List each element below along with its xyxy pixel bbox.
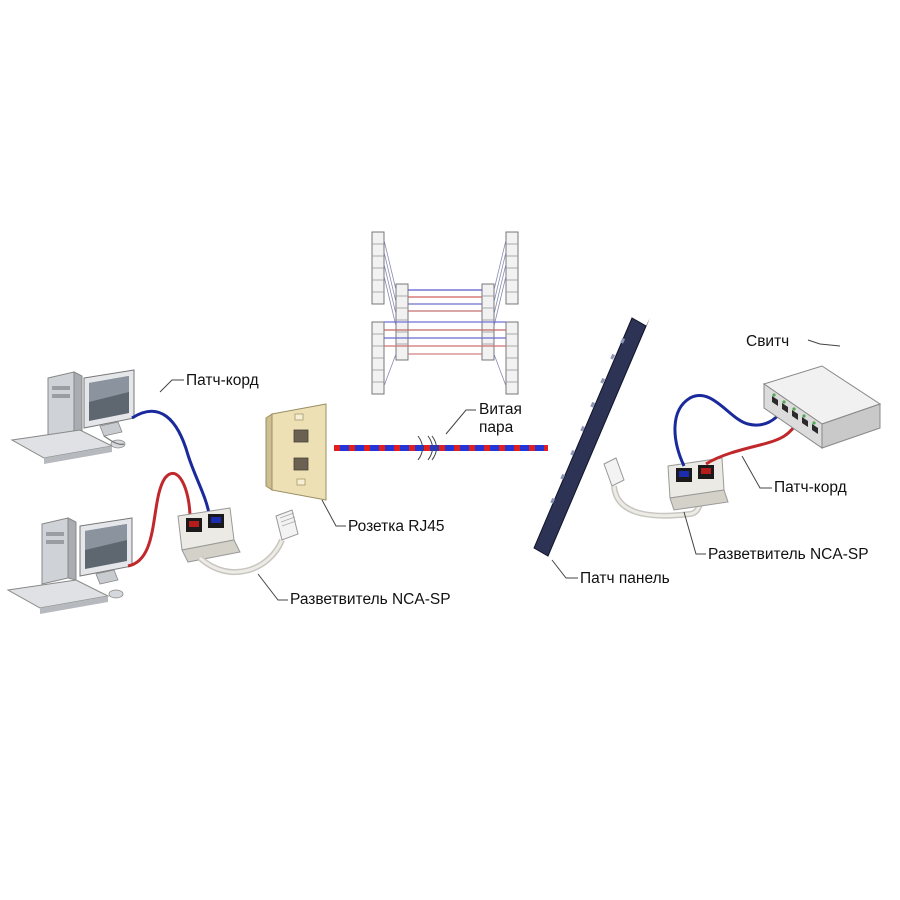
label-patch-cord-left: Патч-корд xyxy=(186,372,259,389)
label-splitter-left: Разветвитель NCA-SP xyxy=(290,591,451,608)
label-splitter-right: Разветвитель NCA-SP xyxy=(708,546,869,563)
label-twisted-pair-line1: Витая xyxy=(479,401,522,418)
patch-cord-cables-left xyxy=(103,409,212,568)
rj45-wall-socket xyxy=(265,403,327,501)
label-rj45-socket: Розетка RJ45 xyxy=(348,518,445,535)
splitter-right-device xyxy=(667,457,729,511)
cross-connect-frame xyxy=(371,231,519,395)
computer-icon-bottom xyxy=(6,517,133,614)
label-switch: Свитч xyxy=(746,333,790,350)
label-patch-cord-right: Патч-корд xyxy=(774,479,847,496)
computer-icon-top xyxy=(10,369,135,464)
twisted-pair-cable xyxy=(334,435,548,461)
label-twisted-pair-line2: пара xyxy=(479,419,514,436)
switch-device xyxy=(762,365,882,449)
patch-panel-device xyxy=(533,317,650,557)
splitter-left-device xyxy=(177,507,299,576)
leader-lines xyxy=(159,339,841,601)
label-patch-panel: Патч панель xyxy=(580,570,670,587)
patch-cord-cables-right xyxy=(673,394,802,467)
